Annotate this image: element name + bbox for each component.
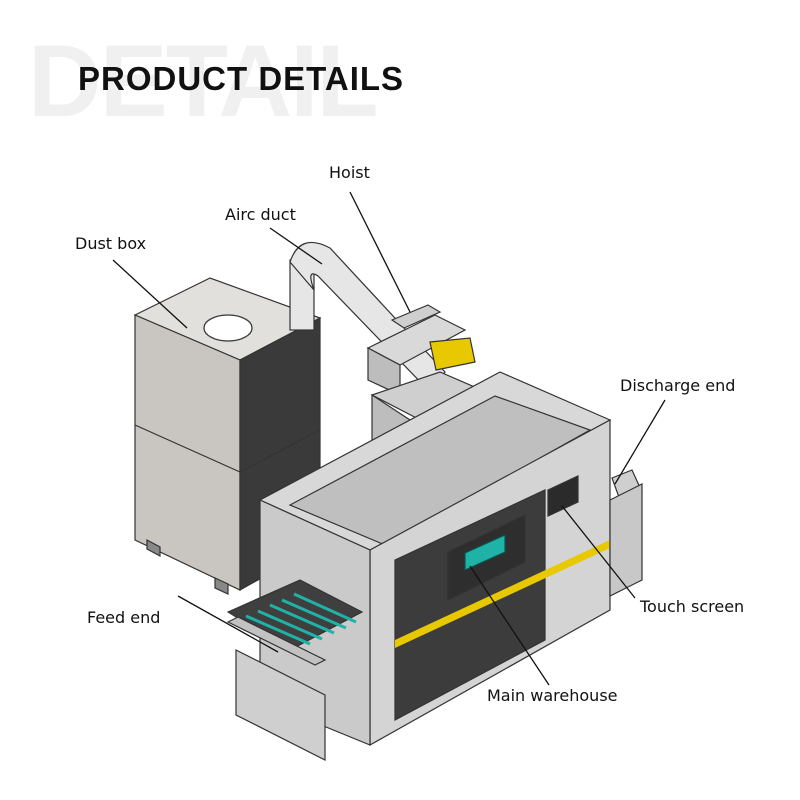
hoist-unit: [366, 304, 476, 396]
callout-discharge-end: Discharge end: [620, 376, 736, 395]
leader-line-main-warehouse: [469, 565, 550, 686]
callout-hoist: Hoist: [329, 163, 370, 182]
feed-conveyor: [226, 579, 364, 761]
callout-air-duct: Airc duct: [225, 205, 296, 224]
callout-dust-box: Dust box: [75, 234, 147, 253]
leader-line-discharge-end: [614, 399, 666, 485]
callout-main-warehouse: Main warehouse: [487, 686, 618, 705]
discharge-conveyor: [609, 469, 643, 597]
leader-line-air-duct: [269, 227, 323, 265]
leader-line-touch-screen: [561, 505, 636, 599]
background-watermark-word: DETAIL: [28, 24, 379, 138]
leader-line-hoist: [349, 191, 411, 313]
page-title: PRODUCT DETAILS: [78, 60, 405, 97]
callout-touch-screen: Touch screen: [640, 597, 745, 616]
leader-line-dust-box: [112, 259, 188, 329]
leader-lines: [112, 191, 666, 686]
leader-line-feed-end: [177, 595, 279, 653]
callout-feed-end: Feed end: [87, 608, 161, 627]
